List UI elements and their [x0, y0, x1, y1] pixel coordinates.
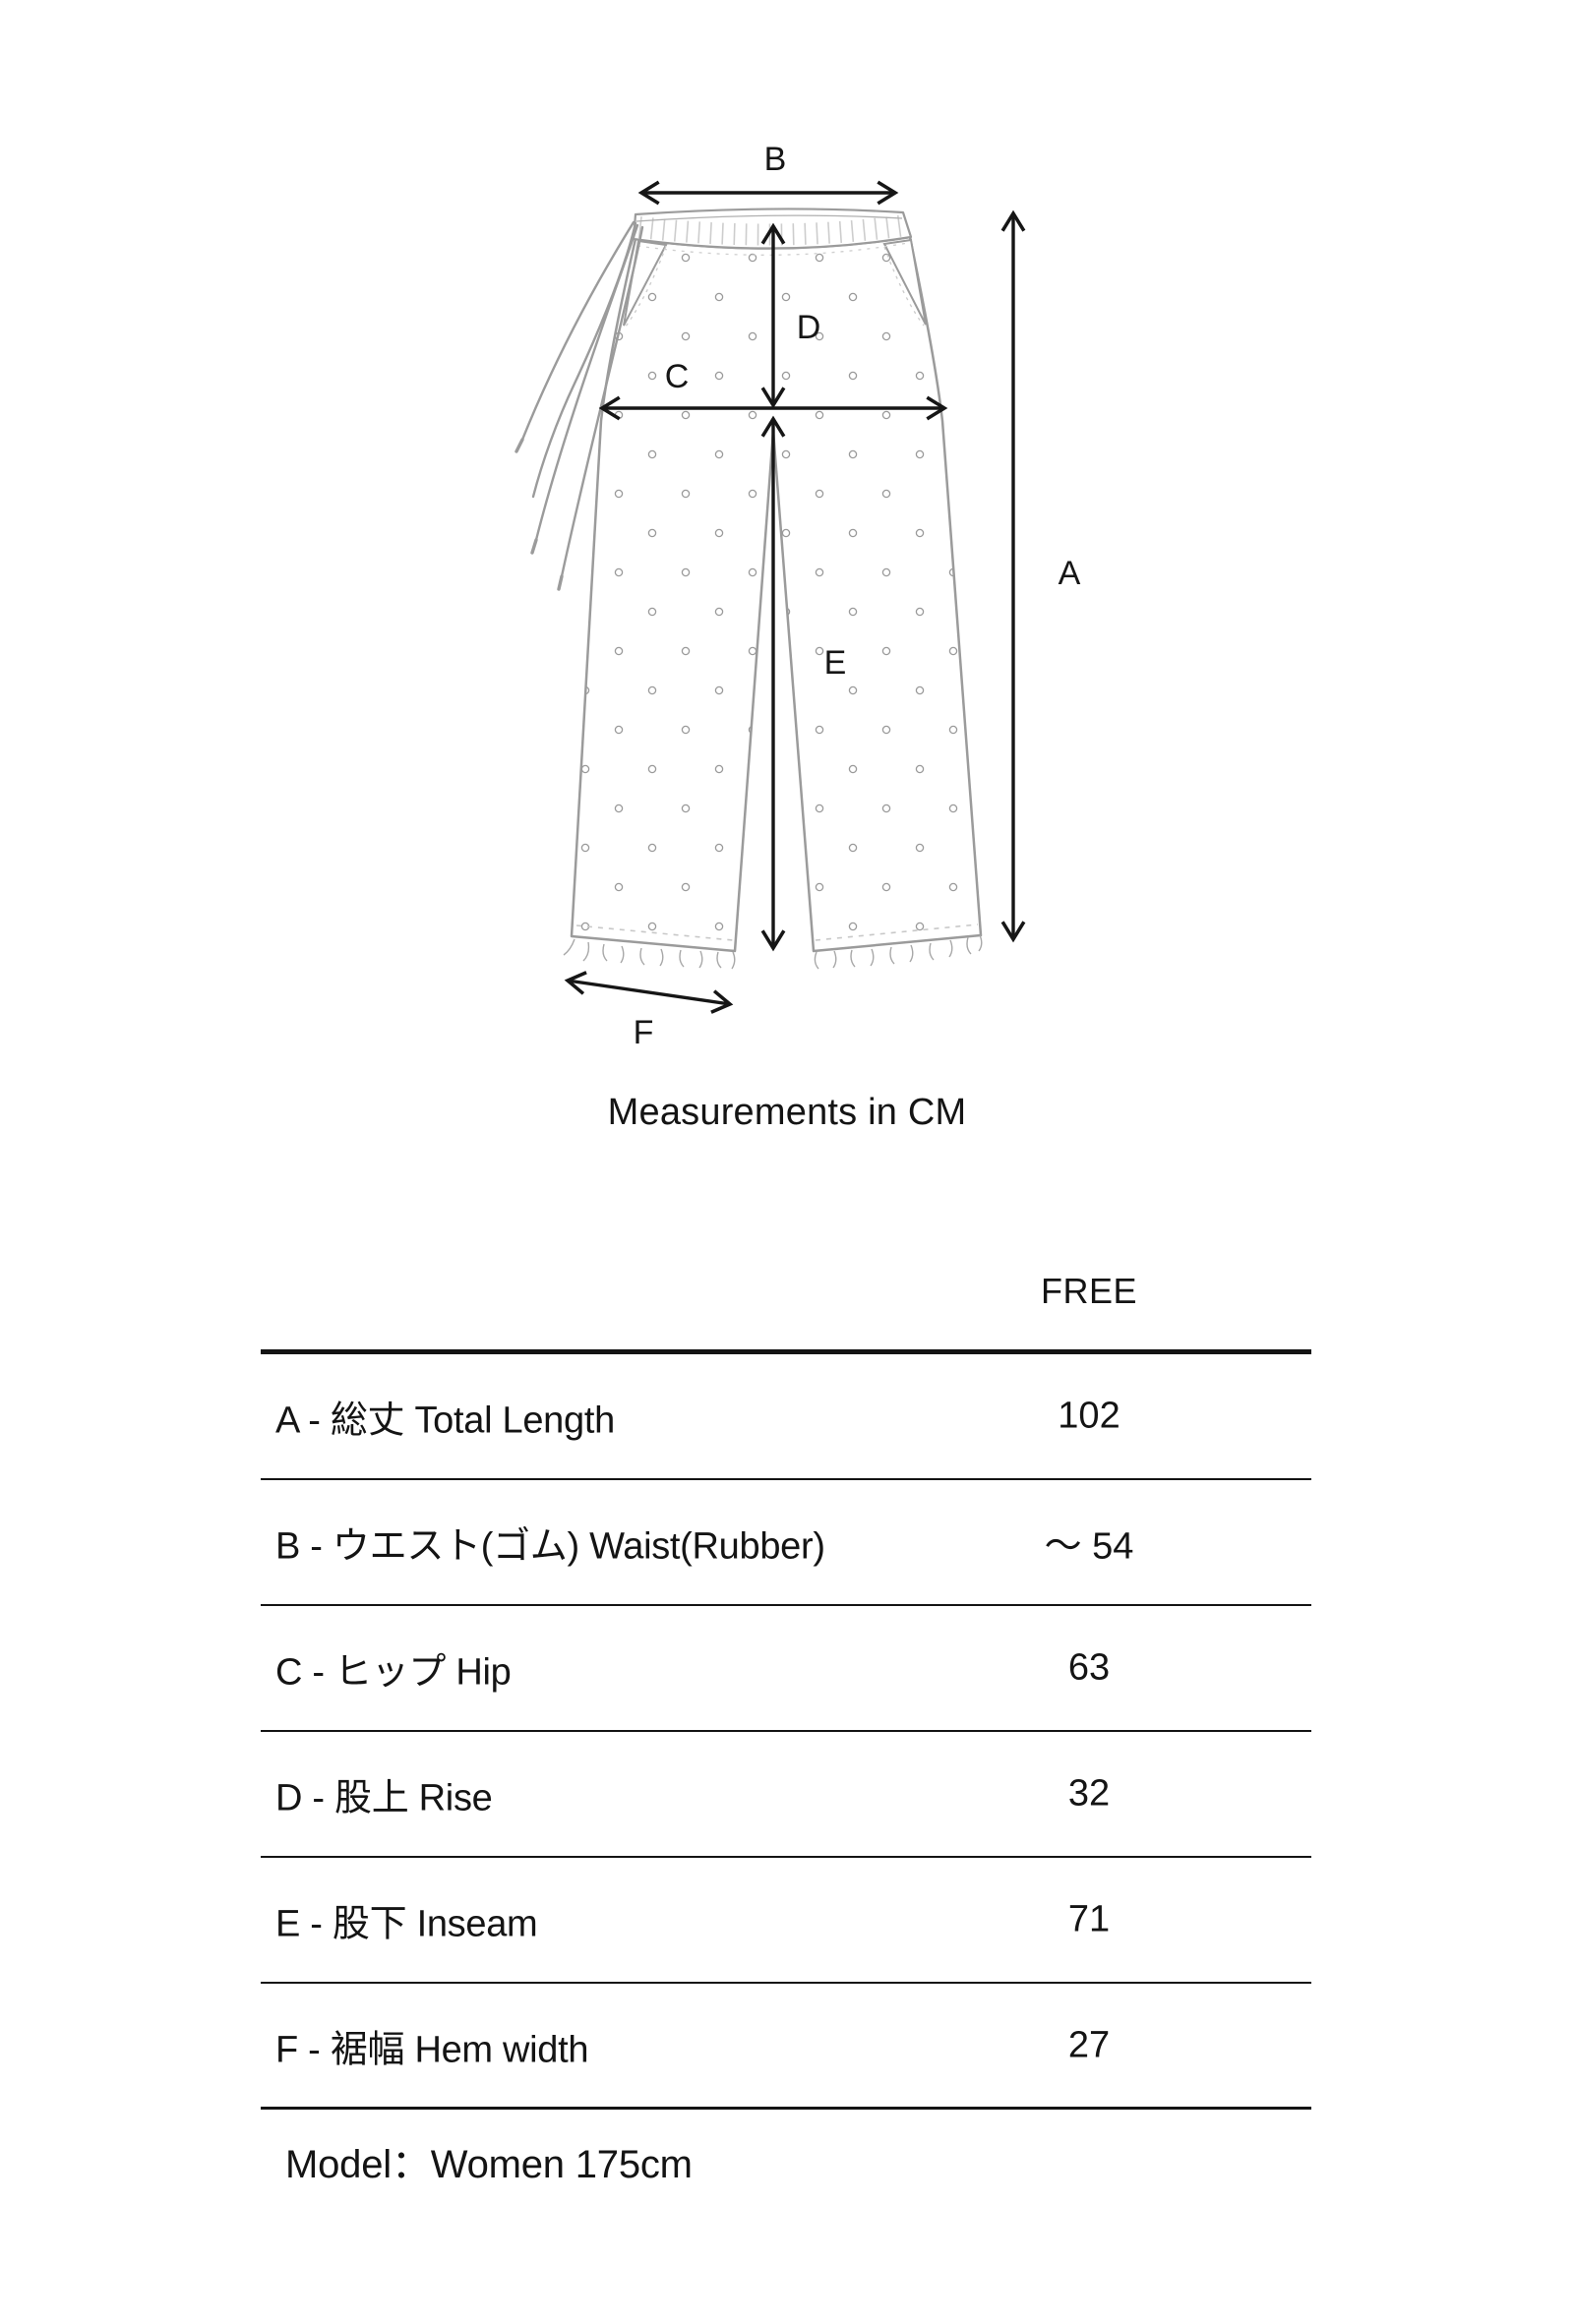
measure-label-b: B	[764, 141, 787, 178]
table-row-rise: D - 股上 Rise 32	[261, 1732, 1311, 1858]
row-value: 63	[1067, 1646, 1111, 1689]
row-value: 27	[1067, 2024, 1111, 2065]
table-row-hem-width: F - 裾幅 Hem width 27	[261, 1984, 1311, 2110]
hem-detail	[563, 924, 983, 970]
measure-label-c: C	[665, 358, 690, 395]
row-label: E - 股下 Inseam	[275, 1903, 538, 1945]
measure-label-f: F	[634, 1014, 654, 1051]
table-row-hip: C - ヒップ Hip 63	[261, 1606, 1311, 1732]
table-header-row: FREE	[261, 1233, 1311, 1354]
row-value: 102	[1058, 1395, 1120, 1437]
measurements-title: Measurements in CM	[607, 1092, 967, 1133]
row-value: 71	[1067, 1898, 1111, 1940]
measure-label-d: D	[797, 309, 821, 346]
model-note: Model：Women 175cm	[285, 2143, 693, 2186]
size-column-header: FREE	[1040, 1271, 1137, 1311]
row-value: 32	[1067, 1772, 1111, 1815]
row-label: C - ヒップ Hip	[275, 1651, 512, 1694]
measurement-table: FREE A - 総丈 Total Length 102 B - ウエスト(ゴム…	[261, 1233, 1311, 2110]
arrow-hem-f	[564, 971, 734, 1014]
pants-diagram: B A D C E F	[515, 141, 1081, 1051]
row-label: A - 総丈 Total Length	[275, 1400, 615, 1442]
row-value: 〜 54	[1044, 1525, 1134, 1568]
table-row-inseam: E - 股下 Inseam 71	[261, 1858, 1311, 1984]
row-label: B - ウエスト(ゴム) Waist(Rubber)	[275, 1525, 825, 1568]
measure-label-e: E	[824, 644, 847, 682]
row-label: D - 股上 Rise	[275, 1777, 493, 1819]
row-label: F - 裾幅 Hem width	[275, 2029, 589, 2070]
pocket-right	[882, 238, 927, 327]
measure-arrows	[564, 180, 1026, 1014]
pants-body	[570, 235, 983, 953]
measure-label-a: A	[1059, 555, 1081, 592]
table-row-total-length: A - 総丈 Total Length 102	[261, 1354, 1311, 1480]
drawstring	[515, 220, 644, 591]
table-row-waist: B - ウエスト(ゴム) Waist(Rubber) 〜 54	[261, 1480, 1311, 1606]
